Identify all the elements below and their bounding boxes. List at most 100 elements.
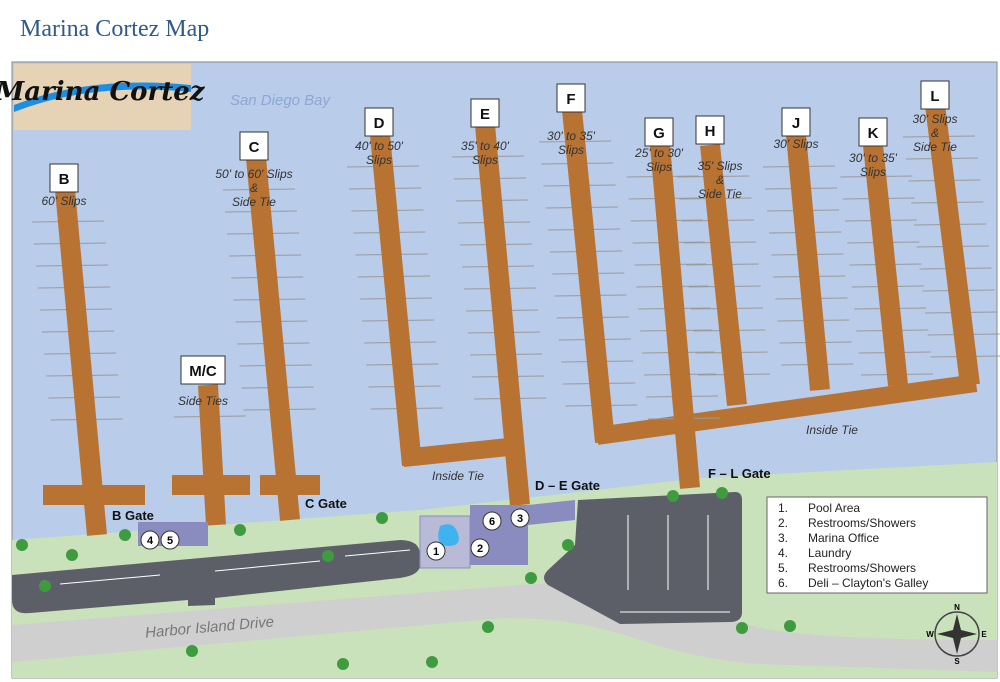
parking-stripes — [59, 515, 730, 613]
dock-label: E — [480, 106, 490, 123]
svg-text:5: 5 — [167, 535, 173, 547]
dock-walkway — [786, 134, 830, 391]
tree-icon — [525, 572, 537, 584]
legend-number: 4. — [778, 546, 788, 560]
slip-size-text: 25' to 30' — [634, 146, 684, 160]
dock-sign — [556, 83, 586, 113]
slip-size-text: 30' to 35' — [547, 129, 596, 143]
svg-text:W: W — [926, 630, 934, 639]
legend-number: 3. — [778, 531, 788, 545]
dock-walkway — [863, 143, 908, 387]
legend-item: Pool Area — [808, 501, 860, 515]
slip-size-text: 40' to 50' — [355, 139, 404, 153]
legend-item: Laundry — [808, 546, 851, 560]
dock-sign — [364, 107, 394, 137]
dock-j: J30' Slips — [763, 107, 854, 391]
c-gate-label: C Gate — [305, 496, 347, 511]
tree-icon — [337, 658, 349, 670]
svg-text:1: 1 — [433, 546, 439, 558]
pool — [438, 524, 459, 546]
dock-walkway — [650, 144, 700, 489]
legend-item: Deli – Clayton's Galley — [808, 576, 928, 590]
tree-icon — [322, 550, 334, 562]
dock-c: C 50' to 60' Slips&Side Tie — [215, 131, 320, 521]
slip-size-text: 35' Slips — [698, 159, 743, 173]
dock-sign — [781, 107, 811, 137]
water-label: San Diego Bay — [230, 92, 332, 109]
legend-number: 2. — [778, 516, 788, 530]
dock-walkway — [562, 109, 615, 443]
parking-lot-west — [12, 540, 420, 614]
dock-label: L — [930, 88, 939, 105]
facility-marker — [510, 508, 530, 528]
svg-text:2: 2 — [477, 543, 483, 555]
logo-text: Marina Cortez — [0, 77, 206, 107]
dock-walkway — [370, 134, 422, 466]
slip-size-text: 60' Slips — [42, 194, 87, 208]
dock-walkway — [700, 143, 747, 407]
page-title: Marina Cortez Map — [20, 16, 210, 42]
dock-sign — [695, 115, 725, 145]
facility-marker — [470, 538, 490, 558]
dock-label: M/C — [189, 363, 217, 380]
facility-marker — [160, 530, 180, 550]
tree-icon — [66, 549, 78, 561]
dock-label: C — [249, 139, 260, 156]
slip-size-text: Side Tie — [913, 140, 957, 154]
office-walkway — [528, 500, 575, 525]
legend-number: 1. — [778, 501, 788, 515]
tree-icon — [119, 529, 131, 541]
slip-size-text: 50' to 60' Slips — [215, 167, 292, 181]
facility-marker — [426, 541, 446, 561]
legend-item: Marina Office — [808, 531, 879, 545]
road — [12, 583, 997, 672]
dock-label: K — [868, 125, 879, 142]
dock-sign — [49, 163, 79, 193]
svg-text:6: 6 — [489, 516, 495, 528]
legend-number: 5. — [778, 561, 788, 575]
slip-size-text: & — [250, 181, 258, 195]
svg-text:4: 4 — [147, 535, 154, 547]
dock-h: H35' Slips&Side Tie — [677, 115, 770, 407]
de-gate-label: D – E Gate — [535, 478, 600, 493]
slip-size-text: 30' Slips — [913, 112, 958, 126]
slip-size-text: 30' to 35' — [849, 151, 898, 165]
dock-k: K30' to 35'Slips — [840, 117, 933, 387]
slip-size-text: Slips — [472, 153, 498, 167]
slip-size-text: Slips — [366, 153, 392, 167]
tree-icon — [426, 656, 438, 668]
slip-size-text: & — [716, 173, 724, 187]
dock-label: H — [705, 123, 716, 140]
dock-label: F — [566, 91, 575, 108]
tree-icon — [667, 490, 679, 502]
facility-marker — [482, 511, 502, 531]
legend-item: Restrooms/Showers — [808, 561, 916, 575]
tree-icon — [562, 539, 574, 551]
inside-tie-fl — [595, 374, 978, 445]
dock-sign — [239, 131, 269, 161]
tree-icon — [376, 512, 388, 524]
tree-icon — [716, 487, 728, 499]
tree-icon — [736, 622, 748, 634]
slip-size-text: Side Tie — [232, 195, 276, 209]
compass-rose-icon: N S E W — [926, 603, 987, 666]
dock-label: J — [792, 115, 800, 132]
slip-size-text: 35' to 40' — [461, 139, 510, 153]
dock-sign — [858, 117, 888, 147]
dock-sign — [920, 80, 950, 110]
dock-e: E 35' to 40'Slips — [451, 98, 547, 506]
legend-number: 6. — [778, 576, 788, 590]
dock-walkway — [198, 384, 226, 526]
inside-tie-label-de: Inside Tie — [432, 469, 484, 483]
legend-item: Restrooms/Showers — [808, 516, 916, 530]
tree-icon — [234, 524, 246, 536]
dock-label: G — [653, 125, 665, 142]
dock-sign — [470, 98, 500, 128]
dock-sign — [644, 117, 674, 147]
svg-text:3: 3 — [517, 513, 523, 525]
parking-lot-east — [544, 492, 742, 624]
inside-tie-de — [402, 437, 519, 467]
slip-size-text: Slips — [646, 160, 672, 174]
